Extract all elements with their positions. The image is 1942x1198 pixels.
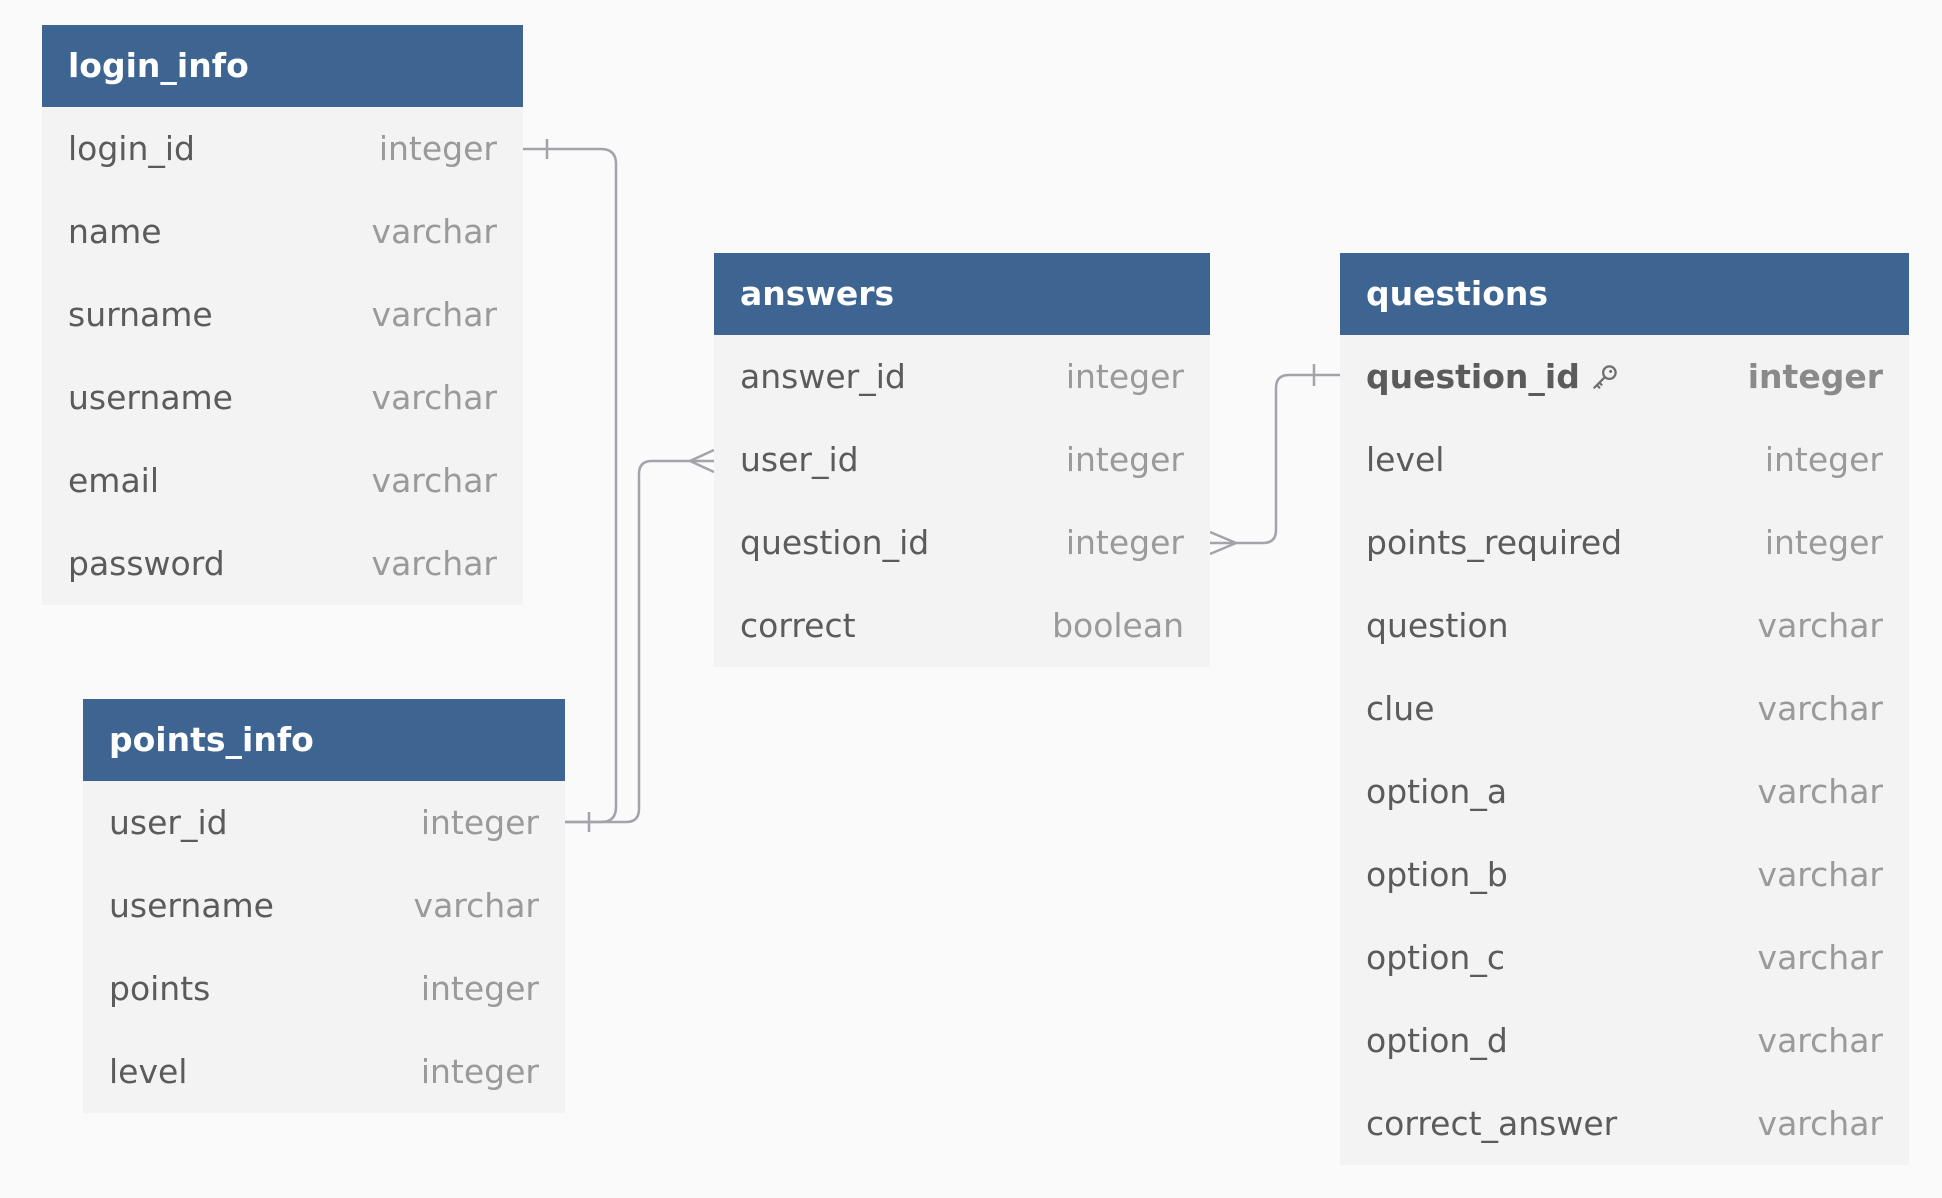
column-name: option_a — [1366, 772, 1508, 811]
column-type: varchar — [371, 461, 497, 500]
table-questions[interactable]: questions question_id integer level inte… — [1340, 253, 1909, 1165]
column-name: option_b — [1366, 855, 1508, 894]
column-type: varchar — [1757, 1021, 1883, 1060]
column-name: question_id — [1366, 357, 1620, 396]
column-type: integer — [1065, 357, 1184, 396]
column-type: boolean — [1052, 606, 1184, 645]
column-type: varchar — [1757, 1104, 1883, 1143]
table-points-info[interactable]: points_info user_id integer username var… — [83, 699, 565, 1113]
column-type: integer — [420, 803, 539, 842]
column-type: integer — [1065, 523, 1184, 562]
column-type: varchar — [1757, 689, 1883, 728]
column-name: correct_answer — [1366, 1104, 1618, 1143]
column-name: level — [109, 1052, 188, 1091]
table-row[interactable]: level integer — [83, 1030, 565, 1113]
column-name: level — [1366, 440, 1445, 479]
table-answers[interactable]: answers answer_id integer user_id intege… — [714, 253, 1210, 667]
table-row[interactable]: option_a varchar — [1340, 750, 1909, 833]
table-row[interactable]: question_id integer — [714, 501, 1210, 584]
column-type: varchar — [371, 295, 497, 334]
column-type: varchar — [371, 544, 497, 583]
column-name: option_c — [1366, 938, 1505, 977]
column-name-text: question_id — [1366, 357, 1580, 396]
column-name: question_id — [740, 523, 930, 562]
column-name: name — [68, 212, 162, 251]
table-row[interactable]: name varchar — [42, 190, 523, 273]
table-row[interactable]: user_id integer — [83, 781, 565, 864]
table-row[interactable]: option_d varchar — [1340, 999, 1909, 1082]
column-name: correct — [740, 606, 856, 645]
column-type: varchar — [413, 886, 539, 925]
table-row[interactable]: points_required integer — [1340, 501, 1909, 584]
column-name: clue — [1366, 689, 1435, 728]
column-name: points — [109, 969, 211, 1008]
table-row[interactable]: question_id integer — [1340, 335, 1909, 418]
table-login-info[interactable]: login_info login_id integer name varchar… — [42, 25, 523, 605]
column-type: varchar — [1757, 855, 1883, 894]
column-type: integer — [420, 1052, 539, 1091]
table-header[interactable]: points_info — [83, 699, 565, 781]
table-row[interactable]: clue varchar — [1340, 667, 1909, 750]
table-row[interactable]: question varchar — [1340, 584, 1909, 667]
column-type: varchar — [371, 212, 497, 251]
table-header[interactable]: questions — [1340, 253, 1909, 335]
table-row[interactable]: surname varchar — [42, 273, 523, 356]
table-row[interactable]: answer_id integer — [714, 335, 1210, 418]
table-row[interactable]: points integer — [83, 947, 565, 1030]
connector-answers-questions[interactable] — [1210, 373, 1340, 545]
table-row[interactable]: password varchar — [42, 522, 523, 605]
table-row[interactable]: email varchar — [42, 439, 523, 522]
column-type: varchar — [371, 378, 497, 417]
table-row[interactable]: username varchar — [83, 864, 565, 947]
column-type: integer — [378, 129, 497, 168]
column-name: points_required — [1366, 523, 1623, 562]
table-row[interactable]: level integer — [1340, 418, 1909, 501]
column-type: integer — [420, 969, 539, 1008]
column-type: varchar — [1757, 772, 1883, 811]
key-icon — [1593, 364, 1617, 389]
column-name: email — [68, 461, 160, 500]
connector-points-answers[interactable] — [565, 459, 714, 824]
column-name: password — [68, 544, 225, 583]
table-header[interactable]: login_info — [42, 25, 523, 107]
table-row[interactable]: option_c varchar — [1340, 916, 1909, 999]
table-row[interactable]: option_b varchar — [1340, 833, 1909, 916]
column-name: username — [109, 886, 274, 925]
column-type: integer — [1065, 440, 1184, 479]
table-row[interactable]: login_id integer — [42, 107, 523, 190]
table-row[interactable]: correct boolean — [714, 584, 1210, 667]
column-type: integer — [1764, 440, 1883, 479]
column-name: question — [1366, 606, 1509, 645]
column-name: answer_id — [740, 357, 906, 396]
table-row[interactable]: user_id integer — [714, 418, 1210, 501]
column-name: user_id — [740, 440, 859, 479]
table-row[interactable]: username varchar — [42, 356, 523, 439]
column-type: integer — [1764, 523, 1883, 562]
column-name: username — [68, 378, 233, 417]
column-type: integer — [1747, 357, 1883, 396]
table-header[interactable]: answers — [714, 253, 1210, 335]
column-type: varchar — [1757, 606, 1883, 645]
column-type: varchar — [1757, 938, 1883, 977]
column-name: user_id — [109, 803, 228, 842]
many-marker-answers-user-id — [686, 448, 715, 474]
table-row[interactable]: correct_answer varchar — [1340, 1082, 1909, 1165]
column-name: surname — [68, 295, 213, 334]
column-name: login_id — [68, 129, 196, 168]
many-marker-answers-question-id — [1209, 530, 1240, 556]
column-name: option_d — [1366, 1021, 1508, 1060]
